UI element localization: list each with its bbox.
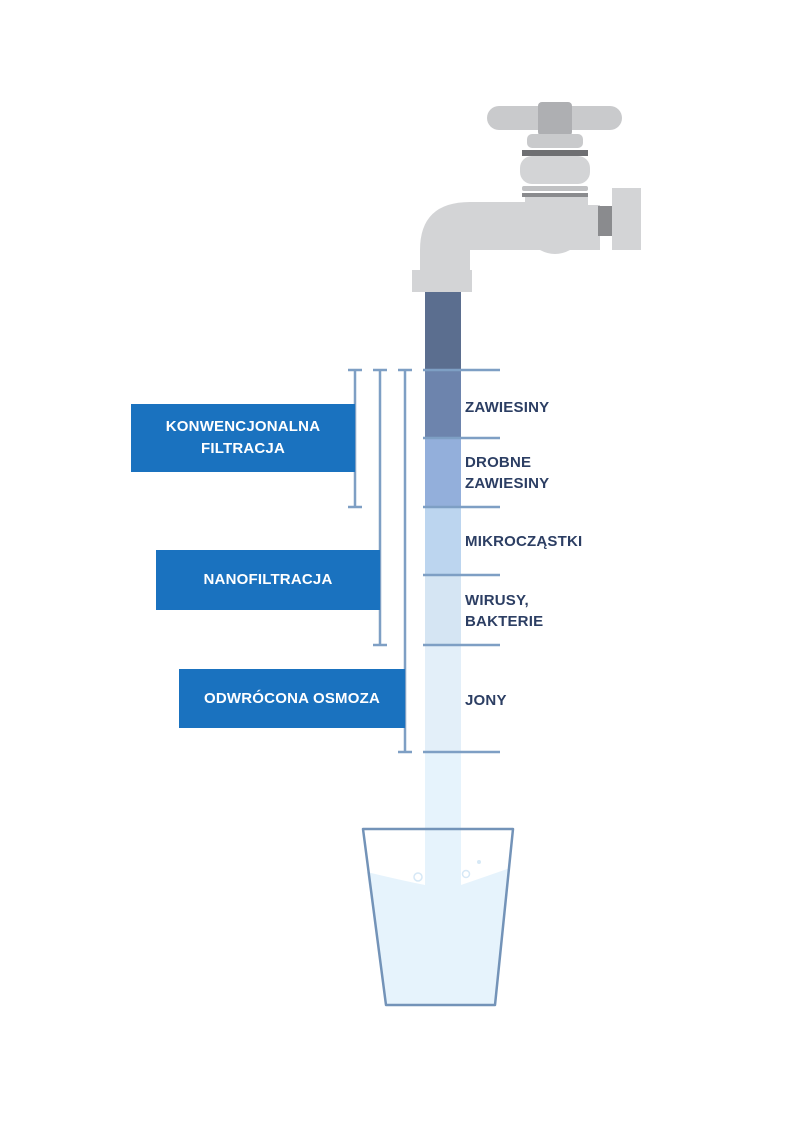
contaminant-label: ZAWIESINY [465, 399, 550, 416]
contaminant-label: MIKROCZĄSTKI [465, 533, 583, 550]
stream-segment-clean [425, 752, 461, 882]
range-brackets [348, 368, 412, 754]
contaminant-label: DROBNE [465, 454, 532, 471]
glass-icon [361, 827, 515, 1007]
method-reverse-osmosis: ODWRÓCONA OSMOZA [179, 669, 405, 728]
stream-segment-zawiesiny [425, 370, 461, 438]
faucet-icon [412, 102, 641, 292]
contaminant-mikroczastki: MIKROCZĄSTKI [465, 531, 582, 552]
stream-segment-wirusy [425, 575, 461, 645]
stream-segment-mikro [425, 507, 461, 575]
contaminant-label: WIRUSY, [465, 592, 529, 609]
contaminant-label: ZAWIESINY [465, 475, 550, 492]
method-label: ODWRÓCONA OSMOZA [204, 689, 380, 707]
contaminant-jony: JONY [465, 690, 507, 711]
water-stream [425, 292, 461, 882]
stream-segment-jony [425, 645, 461, 752]
contaminant-zawiesiny: ZAWIESINY [465, 397, 549, 418]
stream-segment-drobne [425, 438, 461, 507]
contaminant-label: JONY [465, 692, 507, 709]
contaminant-drobne-zawiesiny: DROBNE ZAWIESINY [465, 452, 549, 494]
contaminant-label: BAKTERIE [465, 613, 544, 630]
method-label: NANOFILTRACJA [203, 571, 333, 588]
method-conventional-filtration: KONWENCJONALNA FILTRACJA [131, 404, 355, 472]
method-label: FILTRACJA [200, 440, 285, 457]
contaminant-wirusy-bakterie: WIRUSY, BAKTERIE [465, 590, 543, 632]
method-label: KONWENCJONALNA [165, 418, 321, 435]
method-nanofiltration: NANOFILTRACJA [156, 550, 380, 610]
divider-lines [423, 368, 500, 754]
stream-segment-raw [425, 292, 461, 370]
